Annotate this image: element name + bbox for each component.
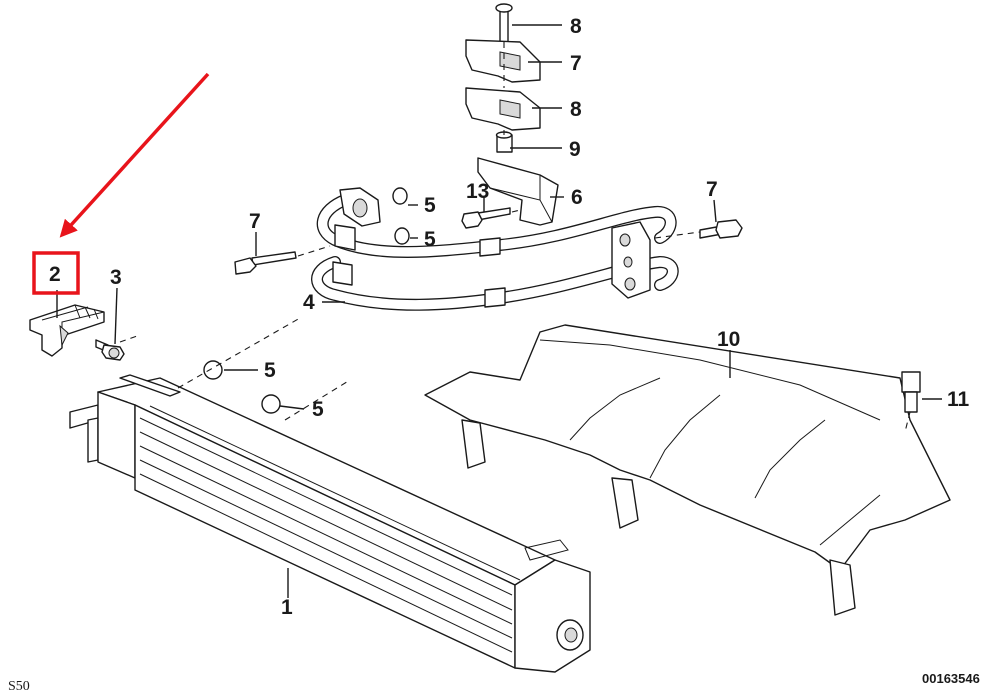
oil-cooler-part xyxy=(69,374,591,673)
bolt-part-13 xyxy=(461,207,511,229)
callout-12: 11 xyxy=(947,388,970,411)
footer-left-code: S50 xyxy=(8,679,30,694)
callout-9: 8 xyxy=(570,15,582,38)
callout-7-right: 7 xyxy=(706,178,718,201)
callout-5-third: 5 xyxy=(264,359,276,382)
callout-5-second: 5 xyxy=(424,228,436,251)
callout-5-top: 5 xyxy=(424,194,436,217)
bolt-part-7-right xyxy=(699,219,743,239)
highlight-marker xyxy=(32,72,210,295)
footer-right-code: 00163546 xyxy=(922,671,980,686)
highlight-box xyxy=(32,251,80,295)
callout-6: 6 xyxy=(571,186,583,209)
callout-5-fourth: 5 xyxy=(312,398,324,421)
mount-stack-parts xyxy=(465,3,541,153)
highlight-arrow xyxy=(59,72,210,238)
callout-3: 3 xyxy=(110,266,122,289)
leader-lines xyxy=(56,24,942,598)
callout-10: 9 xyxy=(569,138,581,161)
bolt-part-12 xyxy=(901,371,921,413)
mounting-clip-part xyxy=(29,304,105,357)
callout-8-upper: 7 xyxy=(570,52,582,75)
callout-8-lower: 8 xyxy=(570,98,582,121)
callout-4: 4 xyxy=(303,291,315,314)
oil-hoses-part xyxy=(311,187,679,311)
callout-13: 13 xyxy=(466,180,489,203)
alignment-lines xyxy=(119,42,911,433)
callout-2: 2 xyxy=(49,263,61,286)
screw-part-3 xyxy=(95,339,125,361)
callout-1: 1 xyxy=(281,596,293,619)
callout-11: 10 xyxy=(717,328,740,351)
callout-7-left: 7 xyxy=(249,210,261,233)
cover-part-11 xyxy=(424,324,951,616)
bracket-part-6 xyxy=(477,157,559,226)
bolt-part-7-left xyxy=(234,251,297,275)
